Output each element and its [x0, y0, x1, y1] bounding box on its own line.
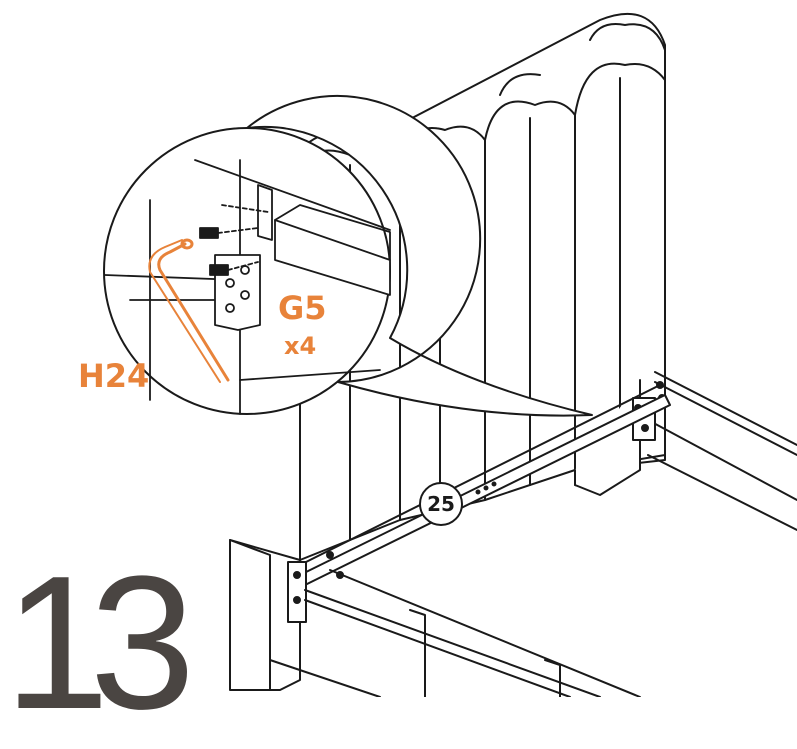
side-rail-line — [304, 589, 601, 698]
detail-frame — [239, 369, 381, 381]
step-number: 13 — [4, 537, 195, 749]
side-rail-line — [329, 569, 641, 698]
detail-rail — [274, 219, 391, 296]
allen-key-icon — [148, 238, 230, 383]
bracket — [287, 561, 307, 623]
bracket-hole — [225, 303, 235, 313]
bolt-head — [293, 571, 301, 579]
headboard-leg-left-front — [229, 539, 271, 691]
side-rail-lower — [647, 454, 797, 531]
magnifier-bubble — [246, 95, 593, 417]
side-rail-line — [269, 659, 381, 698]
slat-bracket — [409, 609, 426, 698]
bolt-head — [326, 551, 334, 559]
bolt-label: G5 — [278, 289, 327, 327]
bolt-quantity: x4 — [284, 332, 317, 360]
side-rail-top — [654, 371, 797, 446]
diagram-drawing — [103, 12, 797, 698]
detail-frame — [194, 159, 391, 231]
side-rail-top — [654, 381, 797, 456]
side-rail-left — [269, 551, 641, 698]
slat-bracket — [544, 659, 561, 698]
side-rail-lower — [647, 419, 797, 501]
bolt-icon — [199, 204, 269, 239]
bracket-hole — [240, 290, 250, 300]
detail-rail-top — [274, 204, 391, 261]
bracket-hole — [225, 278, 235, 288]
bolt-icon — [209, 261, 259, 276]
detail-bracket — [257, 184, 273, 241]
rail-hole — [475, 489, 481, 495]
rail-hole — [483, 485, 489, 491]
tool-label: H24 — [78, 357, 150, 395]
magnifier-detail — [104, 159, 391, 415]
magnifier-callout — [103, 95, 593, 417]
rail-part-label: 25 — [427, 492, 455, 516]
bolt-head — [293, 596, 301, 604]
bolt-head — [641, 424, 649, 432]
part-label-circle — [419, 482, 463, 526]
headboard-leg-left — [229, 539, 301, 691]
assembly-diagram: 13 H24 G5 x4 25 — [4, 12, 797, 738]
rail-hole — [491, 481, 497, 487]
channel-groove — [499, 73, 541, 96]
cross-rail-edge — [299, 384, 661, 566]
channel-groove — [589, 23, 666, 51]
side-rail-line — [304, 599, 571, 698]
